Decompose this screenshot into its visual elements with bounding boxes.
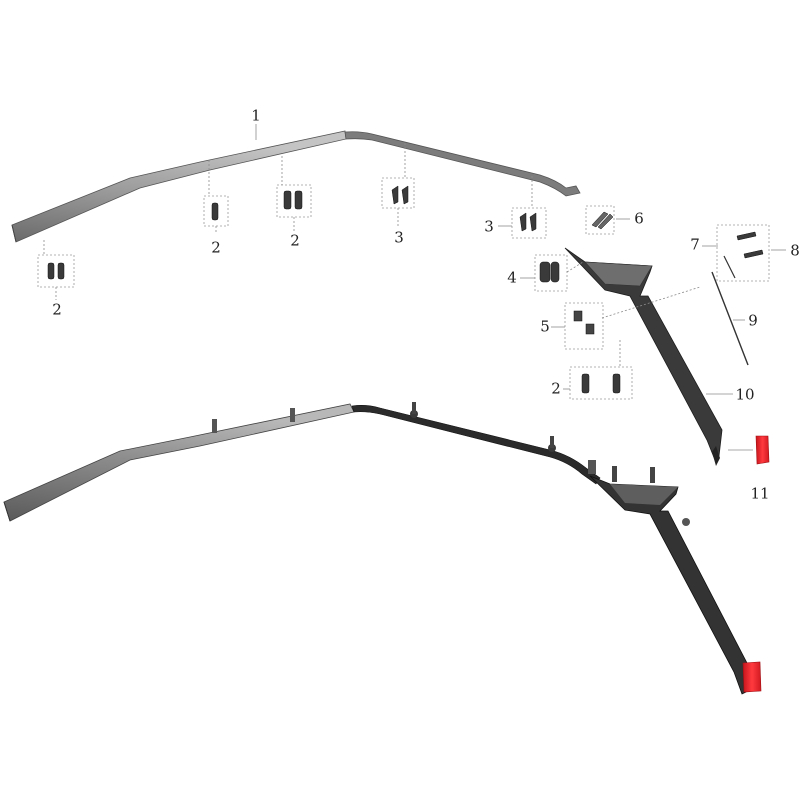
part-11-red-reflector: [755, 435, 770, 465]
callout-1: 1: [251, 106, 261, 125]
callout-4: 4: [507, 268, 517, 287]
fasteners: [47, 185, 764, 394]
fastener-group-boxes: [37, 177, 770, 400]
callout-2: 2: [52, 300, 62, 319]
part-10-upper-vertical-post: [564, 247, 723, 466]
leader-lines: [43, 124, 786, 451]
callout-3: 3: [394, 228, 404, 247]
callout-7: 7: [690, 235, 700, 254]
callout-5: 5: [540, 317, 550, 336]
callout-2: 2: [551, 379, 561, 398]
part-1-upper-trim-rail: [11, 130, 581, 243]
part-9-rod: [711, 271, 749, 366]
callout-9: 9: [748, 311, 758, 330]
callout-2: 2: [211, 238, 221, 257]
callout-6: 6: [634, 209, 644, 228]
callout-3: 3: [484, 217, 494, 236]
callout-10: 10: [735, 385, 755, 404]
callout-8: 8: [790, 241, 800, 260]
callout-11: 11: [750, 484, 770, 503]
assembled-view: [3, 402, 762, 695]
callout-2: 2: [290, 231, 300, 250]
part-7-pin: [723, 255, 736, 279]
